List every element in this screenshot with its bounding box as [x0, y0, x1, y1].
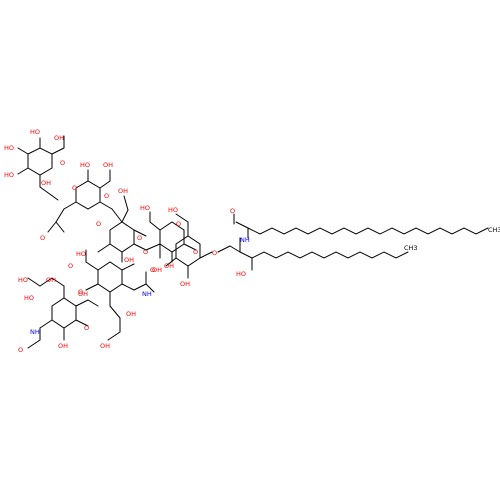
ho-label: HO: [4, 144, 14, 152]
glycosidic-oxygen-label: O: [96, 220, 101, 228]
sialic-acid-2-ring: [27, 277, 99, 349]
ring-oxygen-label: O: [104, 192, 109, 200]
ho-label: HO: [236, 270, 246, 278]
oh-label: OH: [54, 134, 64, 142]
ho-label: HO: [168, 206, 178, 214]
glycosidic-oxygen-label: O: [193, 248, 198, 256]
ho-label: HO: [24, 294, 34, 302]
glucose-ring: [145, 211, 197, 263]
glycosidic-oxygen-label: O: [143, 248, 148, 256]
galactose-labels: OH HO HO HO O OH: [4, 128, 65, 187]
ho-label: HO: [18, 276, 28, 284]
sialic-acid-1-labels: O HO OH NH O OH OH O: [68, 250, 155, 350]
sialic-acid-2-labels: OH HO HO OH O NH OH O: [18, 276, 89, 354]
nh-label: NH: [142, 290, 152, 298]
lactosyl-glucose-labels: HO OH OH O: [152, 206, 217, 288]
glucose-labels: HO O OH O: [140, 204, 198, 270]
carboxyl-oxygen-label: O: [68, 262, 73, 270]
sphingosine-chain: [251, 251, 409, 259]
oh-label: OH: [118, 187, 128, 195]
carbonyl-oxygen-label: O: [18, 346, 23, 354]
nh-label: NH: [30, 328, 40, 336]
oh-label: OH: [78, 290, 88, 298]
ho-label: HO: [80, 161, 90, 169]
lactosyl-glucose-ring: [165, 213, 213, 279]
galactose-ring: [17, 135, 65, 201]
carbonyl-oxygen-label: O: [150, 266, 155, 274]
galnac-ring: [47, 169, 123, 233]
oh-label: OH: [58, 342, 68, 350]
ho-label: HO: [140, 204, 150, 212]
oh-label: OH: [41, 179, 51, 187]
oh-label: OH: [103, 161, 113, 169]
oh-label: OH: [46, 276, 56, 284]
ceramide-labels: NH O HO: [230, 207, 250, 278]
ceramide-backbone: [217, 213, 253, 271]
central-galactose-ring: [97, 195, 147, 263]
ho-label: HO: [30, 128, 40, 136]
galnac-labels: HO OH O O O: [40, 161, 113, 242]
acyl-chain: [247, 227, 489, 235]
ring-oxygen-label: O: [78, 288, 83, 296]
ring-oxygen-label: O: [176, 220, 181, 228]
sphingosine-terminal-methyl-label: CH3: [404, 244, 418, 252]
oh-label: OH: [124, 256, 134, 264]
oh-label: OH: [164, 262, 174, 270]
amide-oxygen-label: O: [230, 207, 235, 215]
oh-label: OH: [126, 310, 136, 318]
amide-nh-label: NH: [240, 236, 250, 244]
glycosidic-oxygen-label: O: [72, 184, 77, 192]
oh-label: OH: [152, 266, 162, 274]
ring-oxygen-label: O: [137, 234, 142, 242]
oh-label: OH: [180, 280, 190, 288]
carbonyl-oxygen-label: O: [40, 234, 45, 242]
sialic-acid-1-ring: [85, 249, 155, 341]
ring-oxygen-label: O: [84, 324, 89, 332]
ho-label: HO: [76, 250, 86, 258]
ring-oxygen-label: O: [212, 249, 217, 257]
oh-label: OH: [100, 342, 110, 350]
acyl-terminal-methyl-label: CH3: [488, 226, 500, 234]
ring-oxygen-label: O: [60, 159, 65, 167]
ho-label: HO: [4, 171, 14, 179]
central-galactose-labels: OH O O O: [96, 187, 148, 256]
